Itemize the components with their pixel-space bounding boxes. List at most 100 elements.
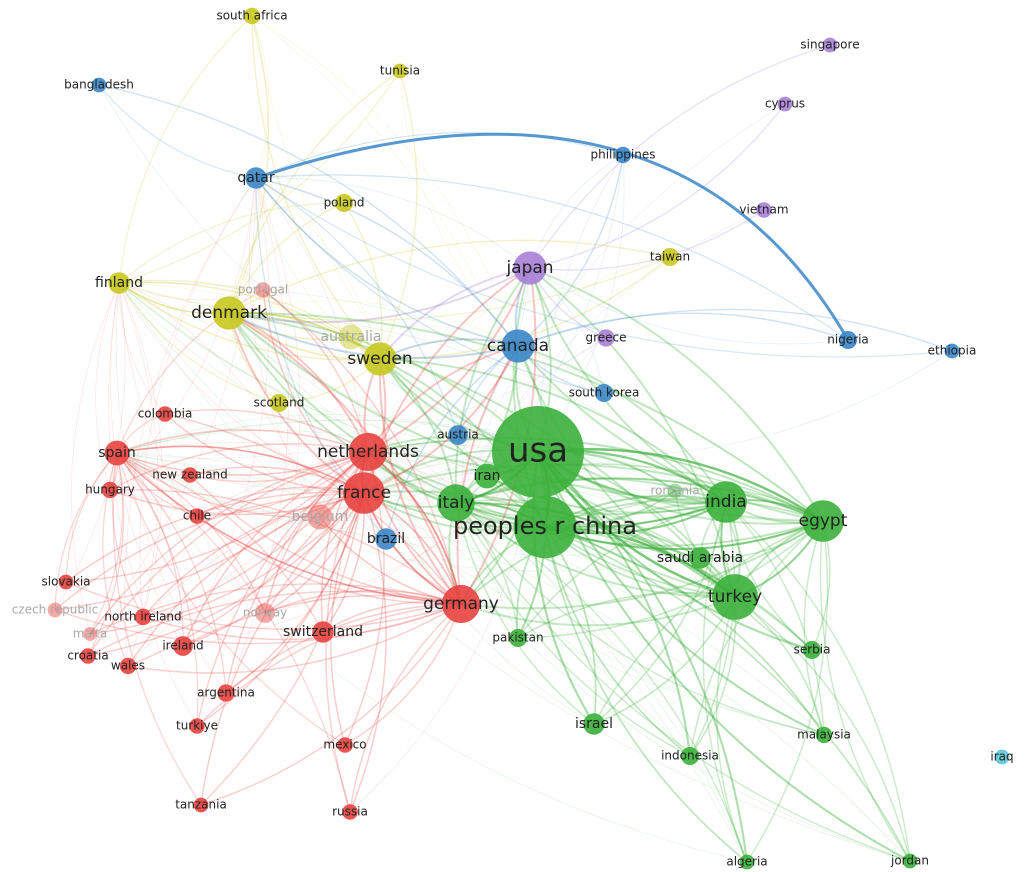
label-brazil: brazil (367, 531, 405, 547)
highlight-edge-qatar-nigeria[interactable] (255, 132, 850, 341)
node-bangladesh[interactable] (91, 77, 107, 93)
edge-russia-france (349, 492, 387, 813)
node-philippines[interactable] (614, 146, 632, 164)
node-china[interactable] (513, 495, 577, 559)
node-brazil[interactable] (375, 528, 397, 550)
node-argentina[interactable] (217, 684, 235, 702)
node-hungary[interactable] (101, 481, 119, 499)
label-vietnam: vietnam (739, 203, 788, 217)
node-switzerland[interactable] (312, 621, 334, 643)
node-malta[interactable] (83, 627, 97, 641)
node-poland[interactable] (334, 193, 354, 213)
node-mexico[interactable] (337, 737, 353, 753)
node-northireland[interactable] (134, 608, 152, 626)
node-qatar[interactable] (245, 167, 267, 189)
node-sweden[interactable] (363, 342, 397, 376)
label-japan: japan (505, 258, 553, 278)
edge-israel-egypt (593, 520, 824, 725)
node-algeria[interactable] (739, 854, 755, 870)
edge-hungary-qatar (109, 177, 257, 491)
node-tanzania[interactable] (193, 797, 209, 813)
edge-australia-finland (118, 279, 352, 338)
edge-hungary-germany (109, 488, 462, 605)
node-newzealand[interactable] (182, 467, 198, 483)
node-spain[interactable] (104, 440, 130, 466)
node-pakistan[interactable] (508, 628, 528, 648)
node-turkiye[interactable] (189, 718, 205, 734)
node-singapore[interactable] (822, 37, 838, 53)
node-egypt[interactable] (802, 500, 844, 542)
edge-malta-france (89, 492, 365, 635)
label-southafrica: south africa (216, 9, 287, 23)
node-ireland[interactable] (173, 636, 193, 656)
edge-portugal-germany (262, 289, 462, 605)
edge-israel-italy (455, 502, 595, 725)
node-colombia[interactable] (157, 406, 173, 422)
edge-egypt-france (363, 463, 824, 522)
node-usa[interactable] (492, 406, 584, 498)
label-nigeria: nigeria (827, 333, 869, 347)
node-czech[interactable] (47, 602, 63, 618)
node-australia[interactable] (338, 324, 364, 350)
edge-australia-canada (350, 325, 519, 347)
label-colombia: colombia (138, 407, 193, 421)
node-romania[interactable] (667, 483, 683, 499)
edge-finland-canada (118, 282, 519, 358)
node-slovakia[interactable] (58, 574, 74, 590)
node-france[interactable] (343, 472, 385, 514)
node-iran[interactable] (474, 463, 500, 489)
node-russia[interactable] (342, 804, 358, 820)
node-southkorea[interactable] (594, 383, 614, 403)
node-serbia[interactable] (802, 640, 822, 660)
node-portugal[interactable] (255, 282, 271, 298)
label-ethiopia: ethiopia (928, 344, 977, 358)
label-saudi: saudi arabia (657, 550, 743, 566)
edge-malta-qatar (89, 177, 257, 635)
edge-ethiopia-usa (537, 350, 953, 457)
node-greece[interactable] (597, 329, 615, 347)
node-india[interactable] (705, 481, 747, 523)
node-austria[interactable] (448, 425, 468, 445)
node-japan[interactable] (513, 251, 547, 285)
node-finland[interactable] (108, 272, 130, 294)
node-indonesia[interactable] (680, 746, 700, 766)
edge-colombia-netherlands (164, 409, 369, 453)
label-northireland: north ireland (104, 610, 181, 624)
edge-china-egypt (544, 520, 824, 551)
node-cyprus[interactable] (777, 96, 793, 112)
label-wales: wales (111, 659, 145, 673)
label-germany: germany (423, 594, 499, 614)
node-chile[interactable] (189, 508, 205, 524)
node-italy[interactable] (437, 484, 475, 522)
edge-northireland-usa (142, 451, 539, 618)
node-denmark[interactable] (212, 296, 246, 330)
node-saudi[interactable] (689, 547, 711, 569)
node-scotland[interactable] (269, 393, 289, 413)
node-southafrica[interactable] (243, 7, 261, 25)
edge-australia-qatar (255, 177, 352, 338)
edge-croatia-france (87, 492, 365, 657)
node-tunisia[interactable] (392, 63, 408, 79)
node-germany[interactable] (441, 584, 481, 624)
node-norway[interactable] (255, 603, 275, 623)
edge-denmark-canada (228, 300, 519, 347)
node-nigeria[interactable] (838, 330, 858, 350)
node-iraq[interactable] (994, 749, 1010, 765)
edge-tunisia-canada (399, 70, 519, 347)
node-turkey[interactable] (712, 574, 758, 620)
node-ethiopia[interactable] (944, 343, 960, 359)
node-malaysia[interactable] (815, 726, 833, 744)
node-vietnam[interactable] (756, 202, 772, 218)
node-taiwan[interactable] (660, 247, 680, 267)
node-jordan[interactable] (902, 853, 918, 869)
edge-india-canada (517, 345, 727, 503)
node-croatia[interactable] (80, 648, 96, 664)
node-netherlands[interactable] (348, 432, 388, 472)
node-wales[interactable] (119, 657, 137, 675)
label-cyprus: cyprus (765, 97, 805, 111)
edge-algeria-china (544, 526, 748, 863)
node-canada[interactable] (501, 329, 535, 363)
node-israel[interactable] (583, 713, 605, 735)
node-belgium[interactable] (307, 504, 333, 530)
label-singapore: singapore (800, 38, 859, 52)
